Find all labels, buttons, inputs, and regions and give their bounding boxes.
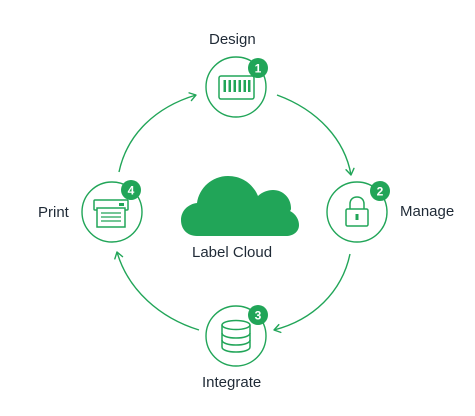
step-integrate-node: 3	[205, 305, 268, 367]
printer-icon	[93, 199, 129, 228]
step-label-manage: Manage	[400, 203, 455, 220]
step-number-badge: 3	[248, 305, 268, 325]
step-label-design: Design	[209, 31, 256, 48]
cloud-icon	[181, 176, 299, 236]
step-number: 2	[377, 185, 384, 199]
step-label-print: Print	[38, 204, 69, 221]
padlock-icon	[345, 196, 369, 227]
step-label-integrate: Integrate	[202, 374, 262, 391]
step-number-badge: 2	[370, 181, 390, 201]
arrow-integrate-to-print	[114, 251, 200, 331]
step-number: 1	[255, 62, 262, 76]
arrow-print-to-design	[118, 92, 197, 173]
step-print-node: 4	[81, 180, 143, 243]
step-number-badge: 4	[121, 180, 141, 200]
database-icon	[221, 319, 251, 353]
step-number: 4	[128, 184, 135, 198]
arrow-design-to-manage	[276, 94, 355, 176]
arrow-manage-to-integrate	[273, 253, 351, 334]
step-design-node: 1	[205, 56, 268, 118]
barcode-icon	[218, 75, 255, 100]
center-label: Label Cloud	[192, 244, 273, 261]
step-number: 3	[255, 309, 262, 323]
step-manage-node: 2	[326, 181, 390, 243]
step-number-badge: 1	[248, 58, 268, 78]
